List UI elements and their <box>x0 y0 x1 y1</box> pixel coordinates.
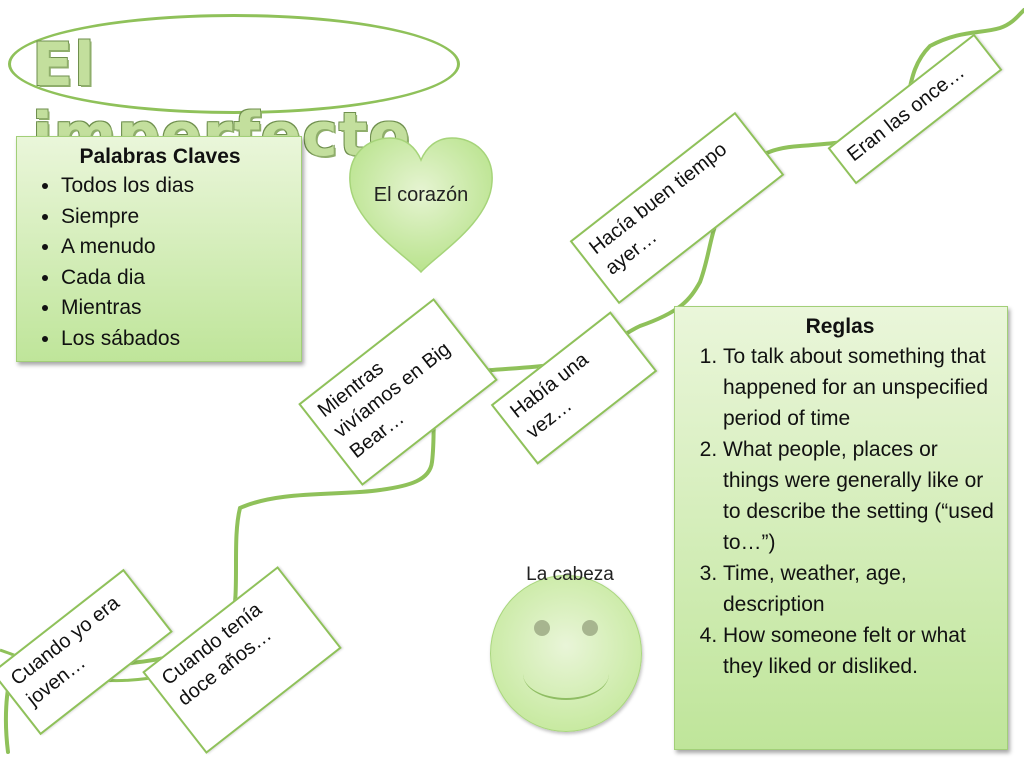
card-text: Cuando tenía doce años… <box>157 598 276 711</box>
list-item: To talk about something that happened fo… <box>723 341 997 434</box>
card-text: Mientras vivíamos en Big Bear… <box>313 338 455 463</box>
list-item: Todos los dias <box>61 171 291 202</box>
palabras-claves-list: Todos los dias Siempre A menudo Cada dia… <box>29 171 291 354</box>
reglas-panel: Reglas To talk about something that happ… <box>674 306 1008 750</box>
list-item: Los sábados <box>61 324 291 355</box>
reglas-list: To talk about something that happened fo… <box>683 341 997 682</box>
card-text: Había una vez… <box>506 348 593 444</box>
reglas-heading: Reglas <box>805 315 875 338</box>
palabras-claves-heading: Palabras Claves <box>79 145 241 168</box>
face-label: La cabeza <box>526 564 614 585</box>
list-item: Time, weather, age, description <box>723 558 997 620</box>
list-item: Cada dia <box>61 263 291 294</box>
card-text: Eran las once… <box>843 61 969 166</box>
list-item: How someone felt or what they liked or d… <box>723 620 997 682</box>
card-text: Cuando yo era joven… <box>6 591 124 711</box>
card-cuando-tenia-doce: Cuando tenía doce años… <box>142 566 342 754</box>
list-item: Mientras <box>61 293 291 324</box>
right-eye <box>582 620 598 636</box>
card-cuando-yo-era-joven: Cuando yo era joven… <box>0 568 173 736</box>
face-icon <box>490 575 642 732</box>
smile-mouth <box>523 648 609 700</box>
list-item: A menudo <box>61 232 291 263</box>
card-hacia-buen-tiempo: Hacía buen tiempo ayer… <box>569 111 785 305</box>
card-mientras-viviamos: Mientras vivíamos en Big Bear… <box>298 298 498 486</box>
card-eran-las-once: Eran las once… <box>827 33 1003 185</box>
palabras-claves-panel: Palabras Claves Todos los dias Siempre A… <box>16 136 302 362</box>
card-habia-una-vez: Había una vez… <box>490 311 658 465</box>
list-item: Siempre <box>61 202 291 233</box>
title-banner: El imperfecto <box>8 14 468 170</box>
list-item: What people, places or things were gener… <box>723 434 997 558</box>
card-text: Hacía buen tiempo ayer… <box>585 138 732 280</box>
left-eye <box>534 620 550 636</box>
heart-label: El corazón <box>373 184 469 206</box>
